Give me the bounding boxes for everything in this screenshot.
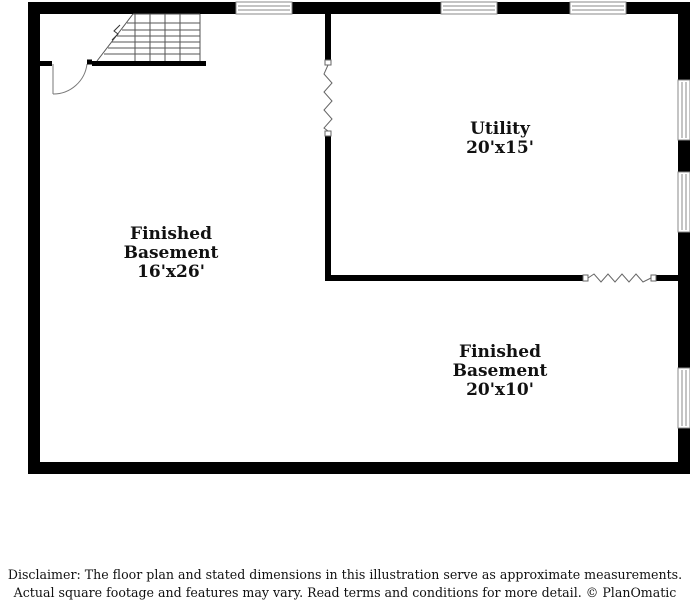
- windows: [235, 1, 690, 429]
- window-icon: [440, 1, 498, 15]
- stairs-icon: [96, 13, 201, 62]
- utility-wall-left-lower: [325, 136, 331, 280]
- window-icon: [569, 1, 627, 15]
- disclaimer: Disclaimer: The floor plan and stated di…: [0, 566, 690, 602]
- window-icon: [677, 79, 690, 141]
- bifold-door-icon: [582, 273, 657, 283]
- room-name-line1: Finished: [459, 342, 541, 362]
- wall-bottom: [28, 462, 690, 474]
- room-finished-basement-20x10: Finished Basement 20'x10': [453, 342, 548, 400]
- room-utility: Utility 20'x15': [466, 119, 534, 158]
- room-dimensions: 20'x10': [466, 380, 534, 400]
- room-name-line1: Utility: [470, 119, 531, 139]
- room-dimensions: 16'x26': [137, 262, 205, 282]
- window-icon: [677, 367, 690, 429]
- exterior-walls: [28, 2, 690, 474]
- room-dimensions: 20'x15': [466, 138, 534, 158]
- utility-wall-bottom: [325, 275, 583, 281]
- wall-left: [28, 2, 40, 474]
- window-icon: [677, 171, 690, 233]
- room-name-line2: Basement: [124, 243, 219, 263]
- room-name-line2: Basement: [453, 361, 548, 381]
- wall-top: [28, 2, 690, 14]
- window-icon: [235, 1, 293, 15]
- utility-wall-left-upper: [325, 14, 331, 62]
- door-swing-icon: [52, 59, 92, 95]
- disclaimer-line-2: Actual square footage and features may v…: [13, 585, 677, 600]
- room-name-line1: Finished: [130, 224, 212, 244]
- stair-wall-bottom: [92, 61, 206, 66]
- interior-walls: [40, 14, 678, 281]
- stair-wall-stub-left: [40, 61, 52, 66]
- disclaimer-line-1: Disclaimer: The floor plan and stated di…: [7, 567, 683, 582]
- bifold-door-icon: [323, 59, 333, 137]
- room-finished-basement-16x26: Finished Basement 16'x26': [124, 224, 219, 282]
- utility-wall-bottom-end: [656, 275, 678, 281]
